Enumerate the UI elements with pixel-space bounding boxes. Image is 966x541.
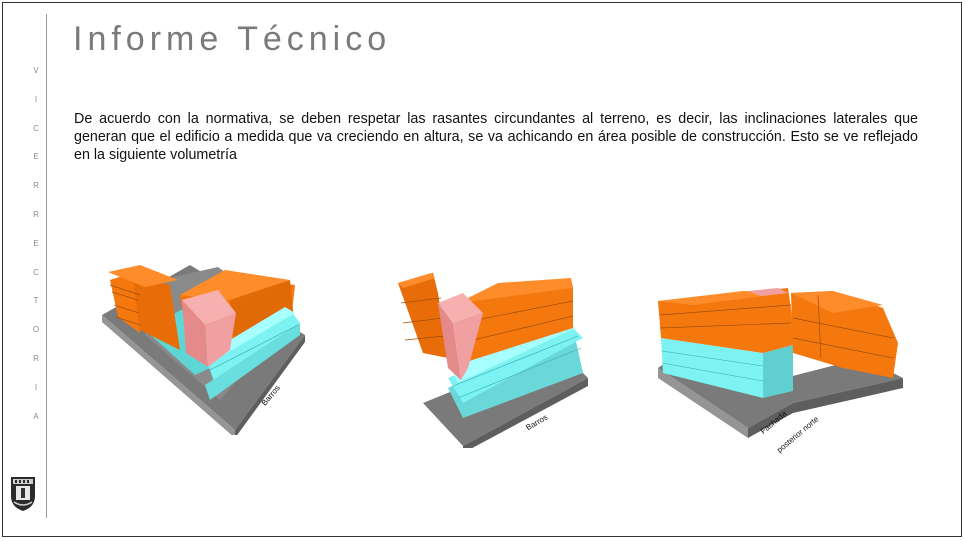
vertical-letter: E <box>33 152 39 162</box>
sidebar-divider <box>46 14 47 518</box>
vertical-text-vicerrectoria: V I C E R R E C T O R I A <box>28 64 44 438</box>
vertical-letter: C <box>33 123 39 133</box>
vertical-letter: I <box>34 94 38 104</box>
page-title: Informe Técnico <box>73 20 392 58</box>
vertical-letter: R <box>33 181 39 191</box>
vertical-letter: I <box>34 382 38 392</box>
vertical-letter: A <box>33 411 39 421</box>
volumetry-figure-3 <box>658 288 903 438</box>
vertical-letter: T <box>33 296 39 306</box>
body-paragraph: De acuerdo con la normativa, se deben re… <box>74 111 918 163</box>
university-crest-icon <box>11 477 35 511</box>
vertical-letter: E <box>33 238 39 248</box>
vertical-letter: R <box>33 209 39 219</box>
vertical-letter: R <box>33 353 39 363</box>
vertical-letter: V <box>33 66 39 75</box>
volumetry-figure-2 <box>398 273 588 448</box>
volumetry-figure-1 <box>102 265 305 435</box>
vertical-letter: C <box>33 267 39 277</box>
vertical-letter: O <box>32 325 40 335</box>
